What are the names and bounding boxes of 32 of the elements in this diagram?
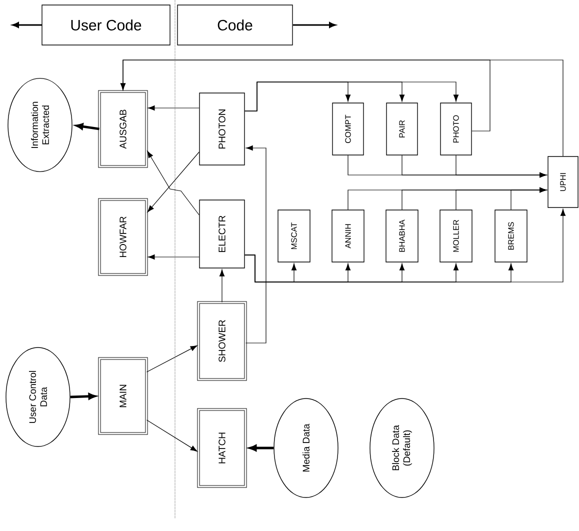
routine-box: HOWFAR (98, 198, 148, 276)
arrow (456, 155, 547, 178)
arrow (249, 444, 274, 452)
arrow (76, 123, 100, 130)
routine-box: HATCH (197, 408, 247, 488)
routine-box: SHOWER (197, 301, 247, 381)
routine-box: PAIR (386, 102, 418, 156)
routine-box: MAIN (98, 357, 148, 435)
arrow (148, 105, 200, 111)
routine-box: ELECTR (199, 200, 245, 268)
arrow (70, 393, 96, 400)
routine-box: AUSGAB (98, 90, 148, 168)
routine-box: MSCAT (278, 210, 310, 262)
arrow (244, 82, 459, 112)
arrow (146, 420, 198, 452)
arrow (146, 345, 198, 372)
arrow (219, 269, 225, 303)
routine-box: COMPT (332, 102, 364, 156)
arrow (120, 60, 564, 156)
routine-box: PHOTO (440, 102, 472, 156)
routine-box: MOLLER (440, 210, 472, 262)
arrow (245, 145, 266, 344)
routine-box: BREMS (494, 210, 528, 262)
routine-box: ANNIH (332, 210, 364, 262)
arrow (510, 187, 547, 210)
routine-box: PHOTON (199, 92, 245, 166)
header-box: Code (177, 4, 293, 46)
arrow (148, 254, 200, 260)
header-box: User Code (42, 4, 170, 46)
routine-box: BHABHA (386, 210, 418, 262)
arrow (244, 208, 566, 282)
routine-box: UPHI (548, 156, 578, 208)
